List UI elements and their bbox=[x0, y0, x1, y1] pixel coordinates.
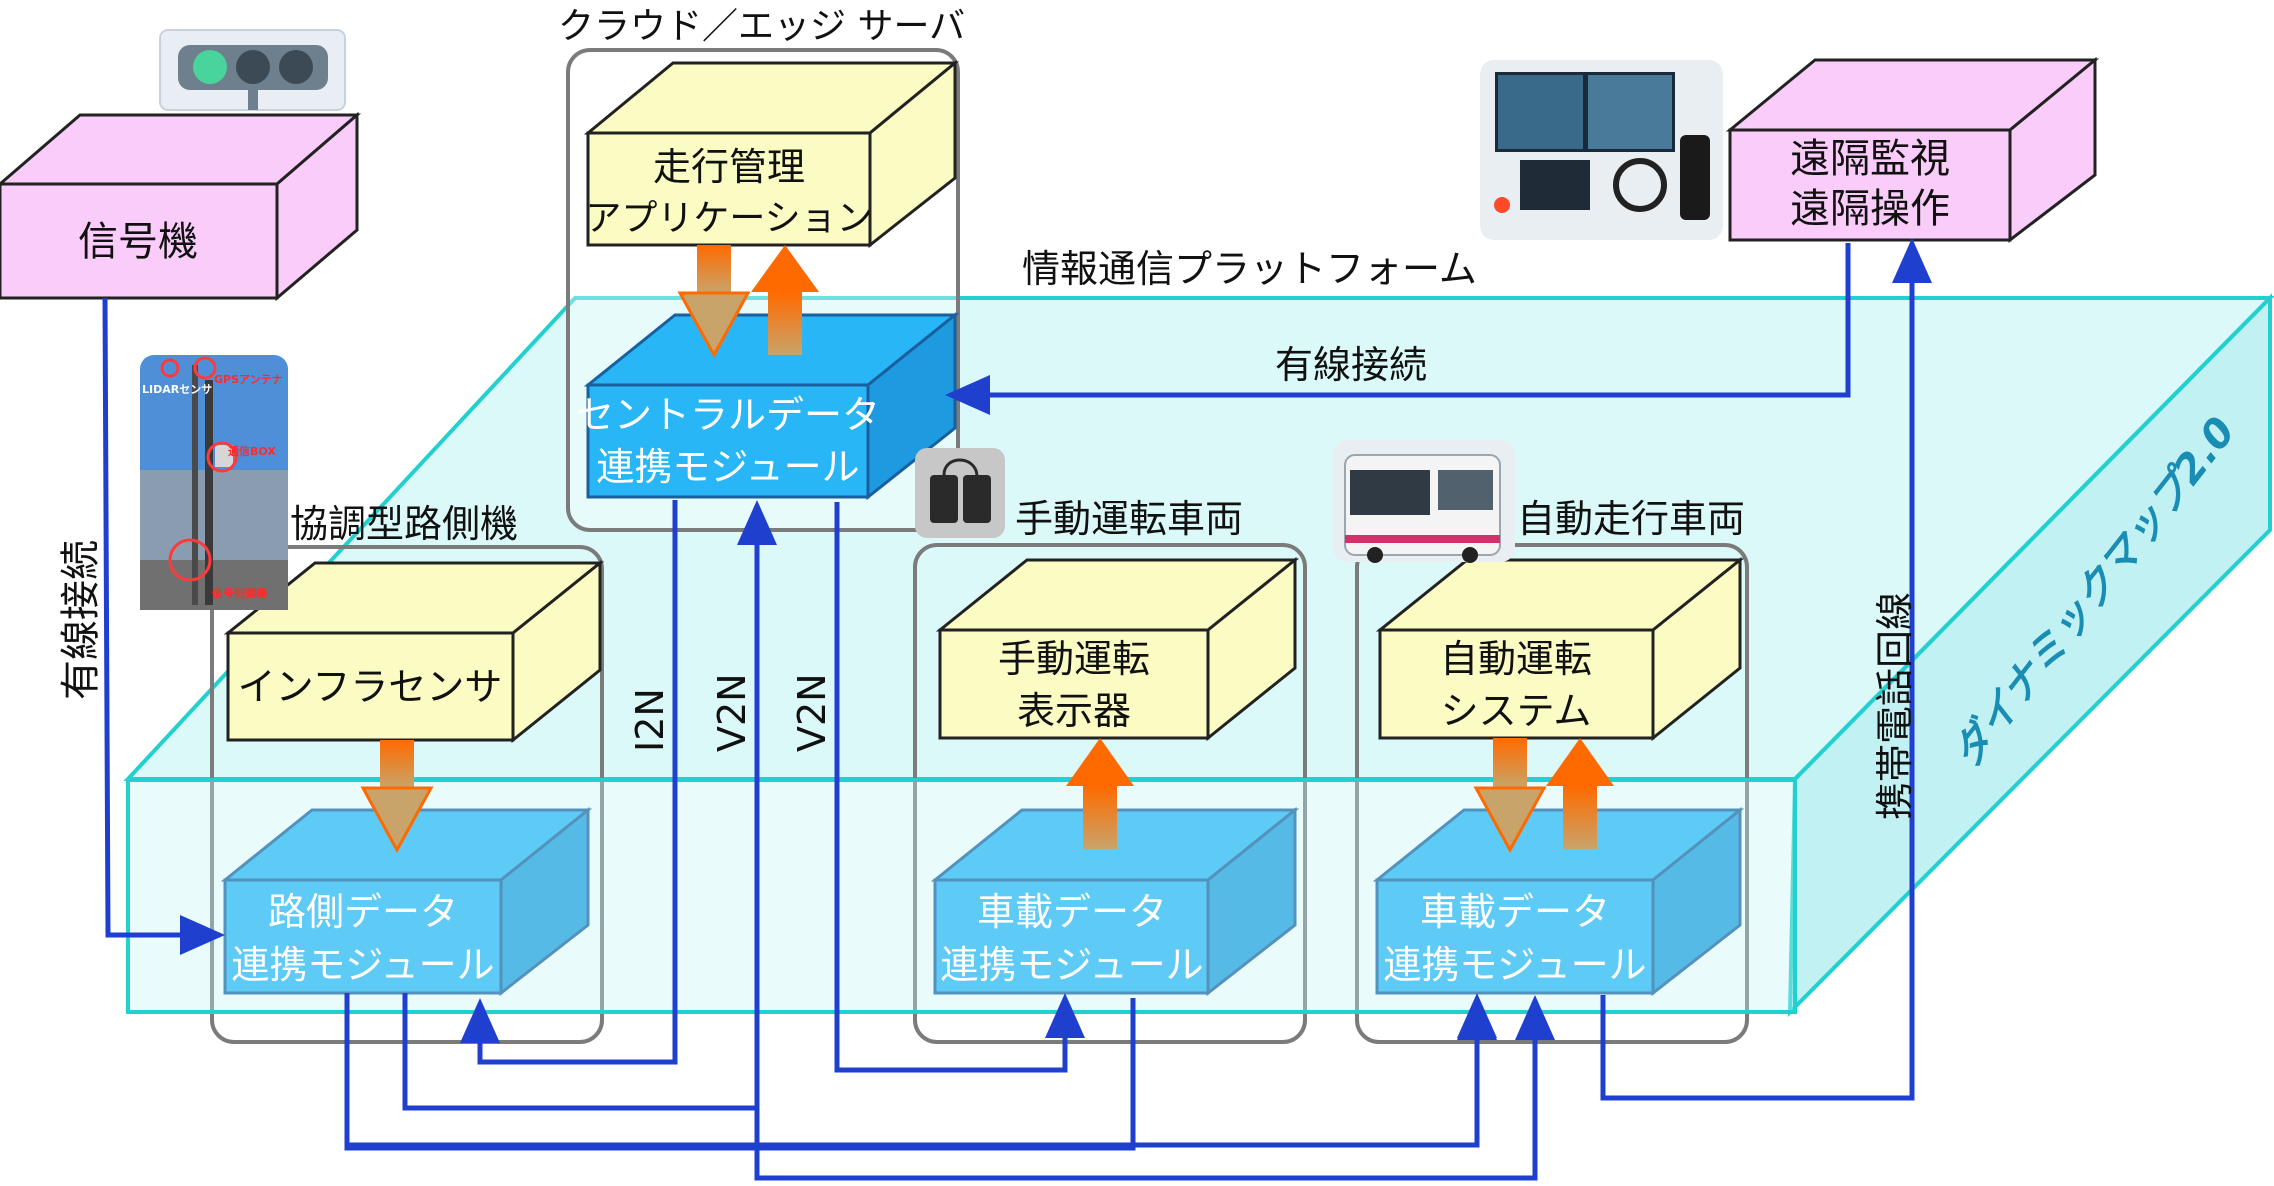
auto-vehicle-title: 自動走行車両 bbox=[1517, 497, 1745, 541]
photo-label-lidar: LIDARセンサ bbox=[142, 383, 212, 396]
wired-left-label: 有線接続 bbox=[58, 540, 104, 700]
manual-vehicle-device-photo bbox=[915, 448, 1005, 538]
cloud-server-title: クラウド／エッジ サーバ bbox=[558, 6, 965, 47]
remote-label-2: 遠隔操作 bbox=[1790, 186, 1950, 232]
remote-operation-photo bbox=[1480, 60, 1723, 240]
travel-mgmt-label-1: 走行管理 bbox=[653, 145, 805, 189]
manual-module-label-2: 連携モジュール bbox=[940, 943, 1203, 987]
manual-module-label-1: 車載データ bbox=[977, 890, 1167, 934]
manual-vehicle-title: 手動運転車両 bbox=[1015, 497, 1243, 541]
central-label-1: セントラルデータ bbox=[576, 393, 880, 437]
platform-title: 情報通信プラットフォーム bbox=[1022, 247, 1477, 291]
roadside-module-box bbox=[220, 806, 593, 997]
photo-label-signal-ctrl: 信号制御機 bbox=[212, 586, 267, 600]
travel-mgmt-label-2: アプリケーション bbox=[585, 198, 872, 239]
manual-display-box bbox=[935, 556, 1300, 742]
auto-module-label-2: 連携モジュール bbox=[1383, 943, 1646, 987]
data-flow-arrows bbox=[360, 245, 1614, 854]
roadside-module-label-2: 連携モジュール bbox=[231, 943, 494, 987]
manual-display-label-2: 表示器 bbox=[1017, 689, 1131, 733]
auto-system-label-1: 自動運転 bbox=[1440, 637, 1592, 681]
i2n-label: I2N bbox=[628, 688, 672, 752]
remote-label-1: 遠隔監視 bbox=[1790, 136, 1950, 182]
connection-lines bbox=[102, 238, 1932, 1181]
auto-system-label-2: システム bbox=[1441, 689, 1592, 733]
photo-label-comm-box: 通信BOX bbox=[228, 444, 276, 458]
v2n-label-a: V2N bbox=[710, 673, 754, 752]
traffic-light-photo bbox=[159, 29, 346, 111]
signal-box bbox=[0, 111, 362, 302]
auto-system-box bbox=[1375, 556, 1745, 742]
roadside-module-label-1: 路側データ bbox=[268, 890, 458, 934]
central-label-2: 連携モジュール bbox=[596, 445, 859, 489]
roadside-unit-photo: LIDARセンサ GPSアンテナ 通信BOX 信号制御機 bbox=[140, 355, 288, 610]
remote-box bbox=[1725, 56, 2100, 244]
infra-sensor-box bbox=[223, 559, 605, 744]
wired-top-label: 有線接続 bbox=[1275, 343, 1427, 387]
bus-photo bbox=[1333, 440, 1515, 563]
auto-module-label-1: 車載データ bbox=[1420, 890, 1610, 934]
infra-sensor-label: インフラセンサ bbox=[238, 665, 503, 709]
travel-mgmt-box bbox=[583, 59, 960, 249]
mobile-line-label: 携帯電話回線 bbox=[1873, 592, 1917, 820]
signal-label: 信号機 bbox=[78, 219, 198, 265]
v2n-label-b: V2N bbox=[790, 673, 834, 752]
manual-display-label-1: 手動運転 bbox=[998, 637, 1150, 681]
roadside-unit-title: 協調型路側機 bbox=[290, 502, 518, 546]
auto-module-box bbox=[1372, 806, 1745, 997]
manual-vehicle-group bbox=[913, 543, 1307, 1044]
photo-label-gps: GPSアンテナ bbox=[214, 373, 283, 386]
auto-vehicle-group bbox=[1355, 543, 1749, 1044]
